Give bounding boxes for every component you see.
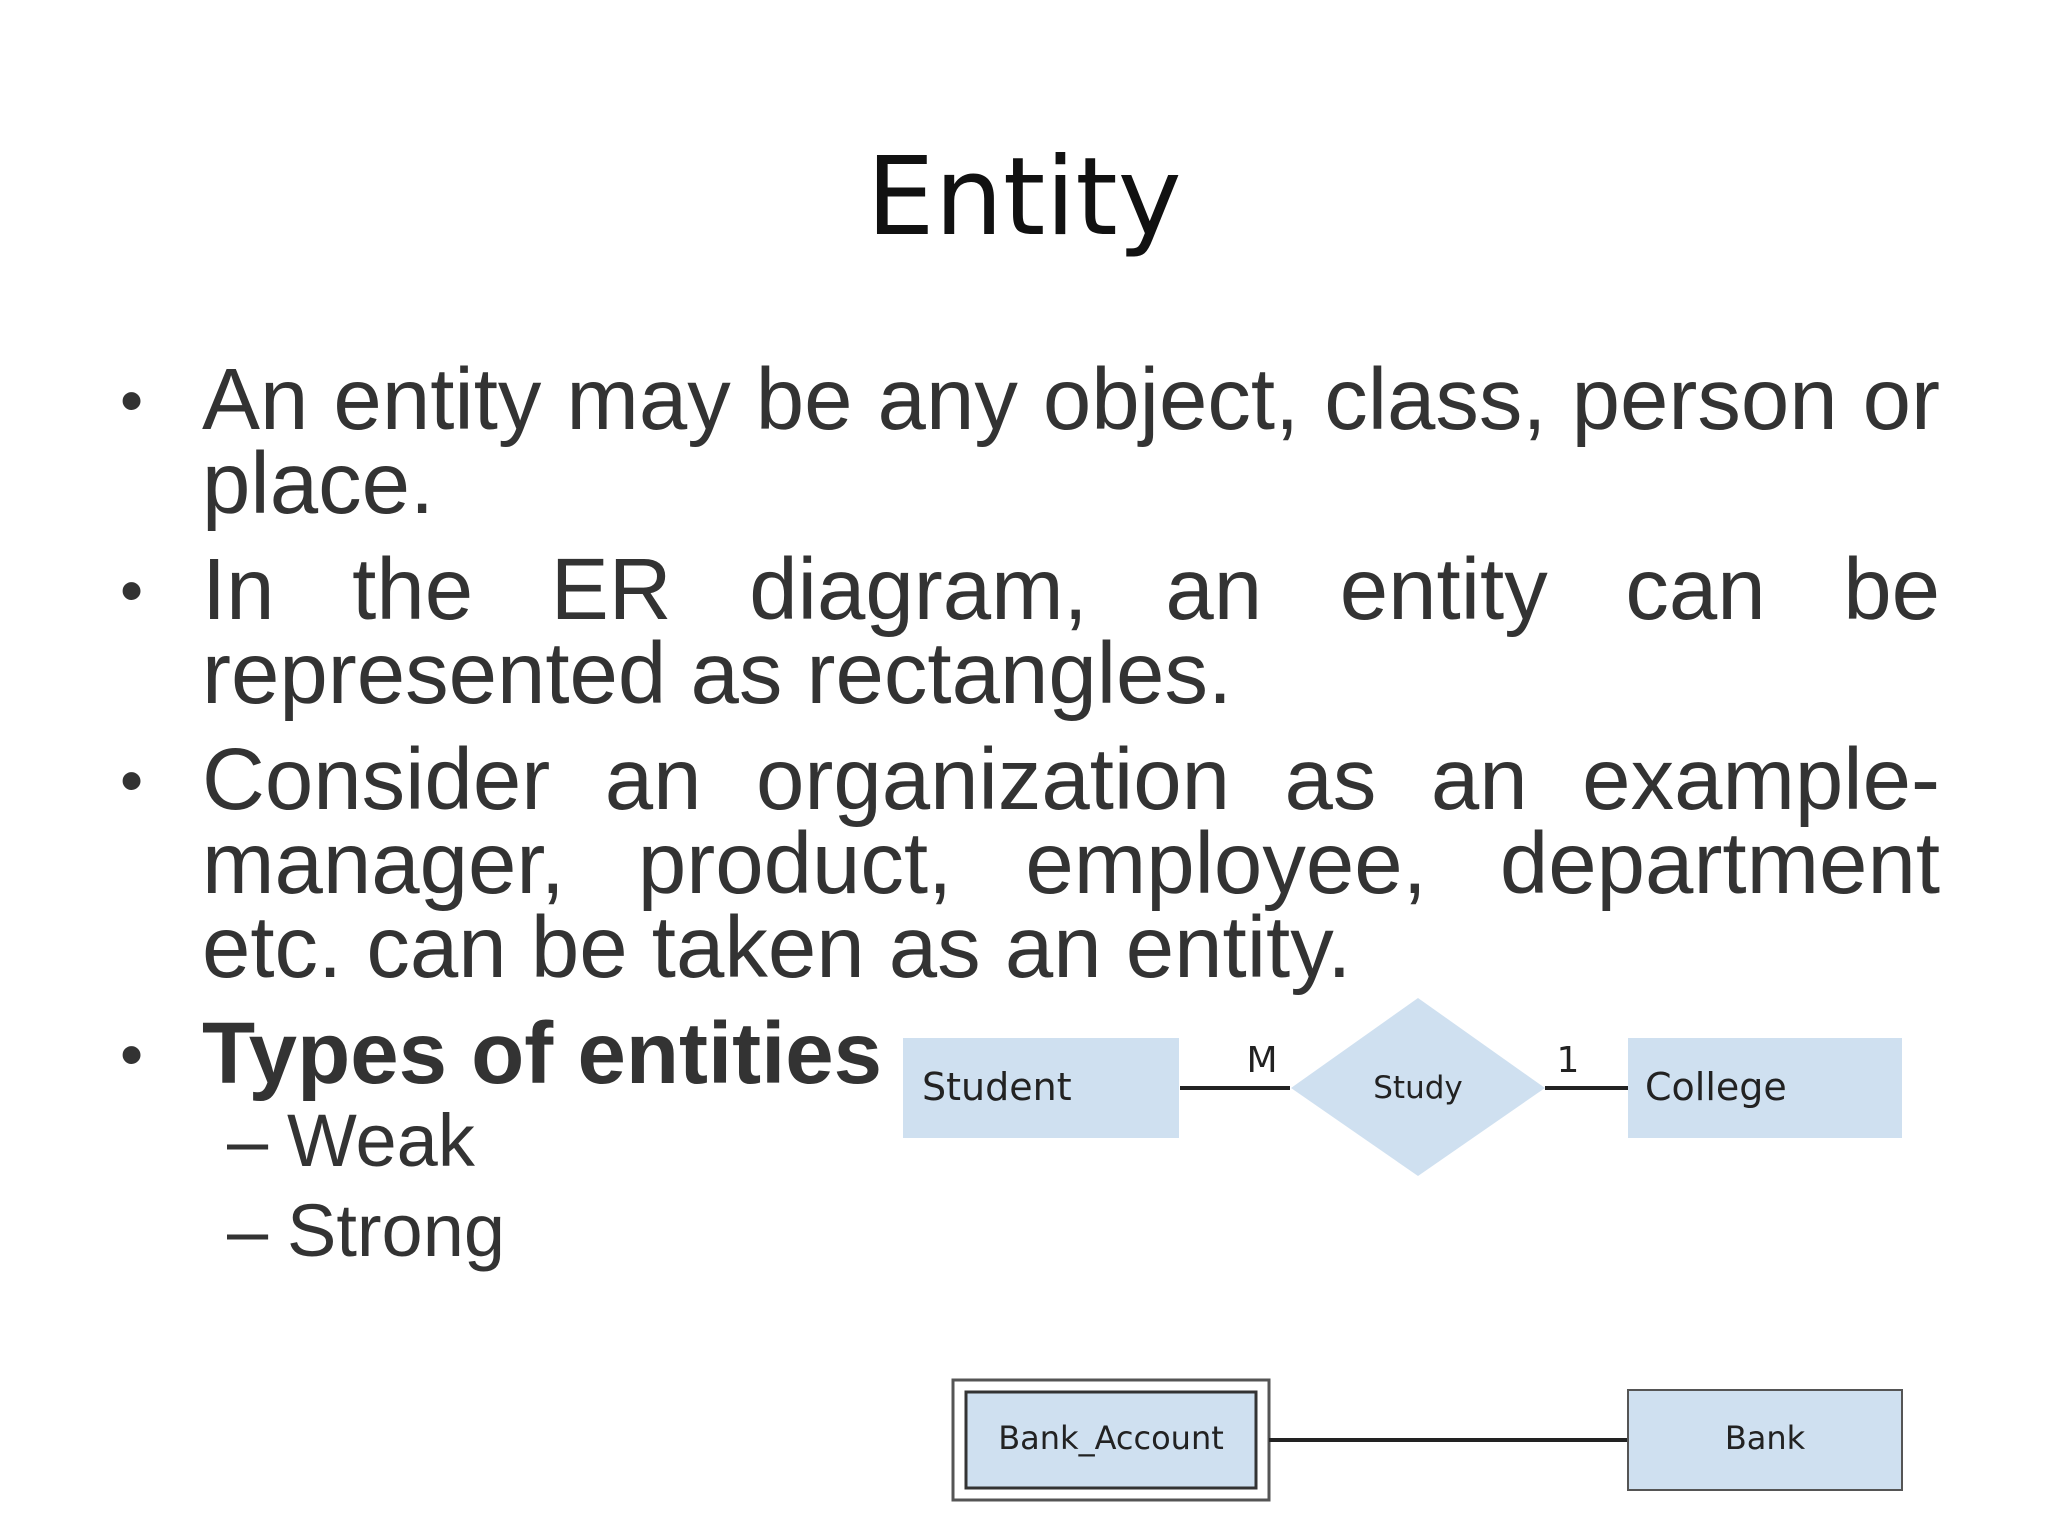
bullet-item: • An entity may be any object, class, pe…: [120, 356, 1940, 527]
bullet-text: In the ER diagram, an entity can be repr…: [202, 541, 1940, 722]
dash-icon: –: [227, 1189, 269, 1272]
bullet-list: • An entity may be any object, class, pe…: [120, 356, 1940, 1298]
sub-bullet-strong: – Strong: [227, 1186, 1940, 1276]
cardinality-m-label: M: [1246, 1040, 1277, 1081]
bullet-text: An entity may be any object, class, pers…: [202, 351, 1940, 532]
sub-bullet-list: – Weak – Strong: [202, 1096, 1940, 1276]
sub-bullet-text: Strong: [287, 1189, 506, 1272]
relationship-study: [1291, 998, 1545, 1176]
entity-student: [903, 1038, 1179, 1138]
entity-bank: [1627, 1389, 1903, 1491]
entity-bank-label: Bank: [1725, 1419, 1806, 1457]
bullet-text: Consider an organization as an example- …: [202, 731, 1940, 996]
entity-bank-account: [964, 1390, 1258, 1490]
er-diagram-student-college: Student Study M 1 College: [903, 998, 1902, 1176]
bullet-dot-icon: •: [120, 743, 144, 817]
er-diagram-bank: Bank_Account Bank: [951, 1378, 1903, 1502]
slide-title: Entity: [866, 135, 1182, 260]
sub-bullet-text: Weak: [287, 1099, 475, 1182]
bullet-item: • In the ER diagram, an entity can be re…: [120, 546, 1940, 717]
sub-bullet-weak: – Weak: [227, 1096, 1940, 1186]
bullet-dot-icon: •: [120, 363, 144, 437]
entity-college: [1628, 1038, 1902, 1138]
entity-bank-account-label: Bank_Account: [998, 1419, 1224, 1457]
entity-college-label: College: [1645, 1065, 1787, 1109]
entity-student-label: Student: [922, 1065, 1072, 1109]
relationship-study-label: Study: [1373, 1070, 1463, 1106]
bullet-dot-icon: •: [120, 1017, 144, 1091]
bullet-item-types: • Types of entities – Weak – Strong: [120, 1010, 1940, 1276]
bullet-dot-icon: •: [120, 553, 144, 627]
dash-icon: –: [227, 1099, 269, 1182]
bullet-item: • Consider an organization as an example…: [120, 736, 1940, 991]
cardinality-1-label: 1: [1557, 1040, 1580, 1081]
bullet-text: Types of entities: [202, 1005, 883, 1102]
